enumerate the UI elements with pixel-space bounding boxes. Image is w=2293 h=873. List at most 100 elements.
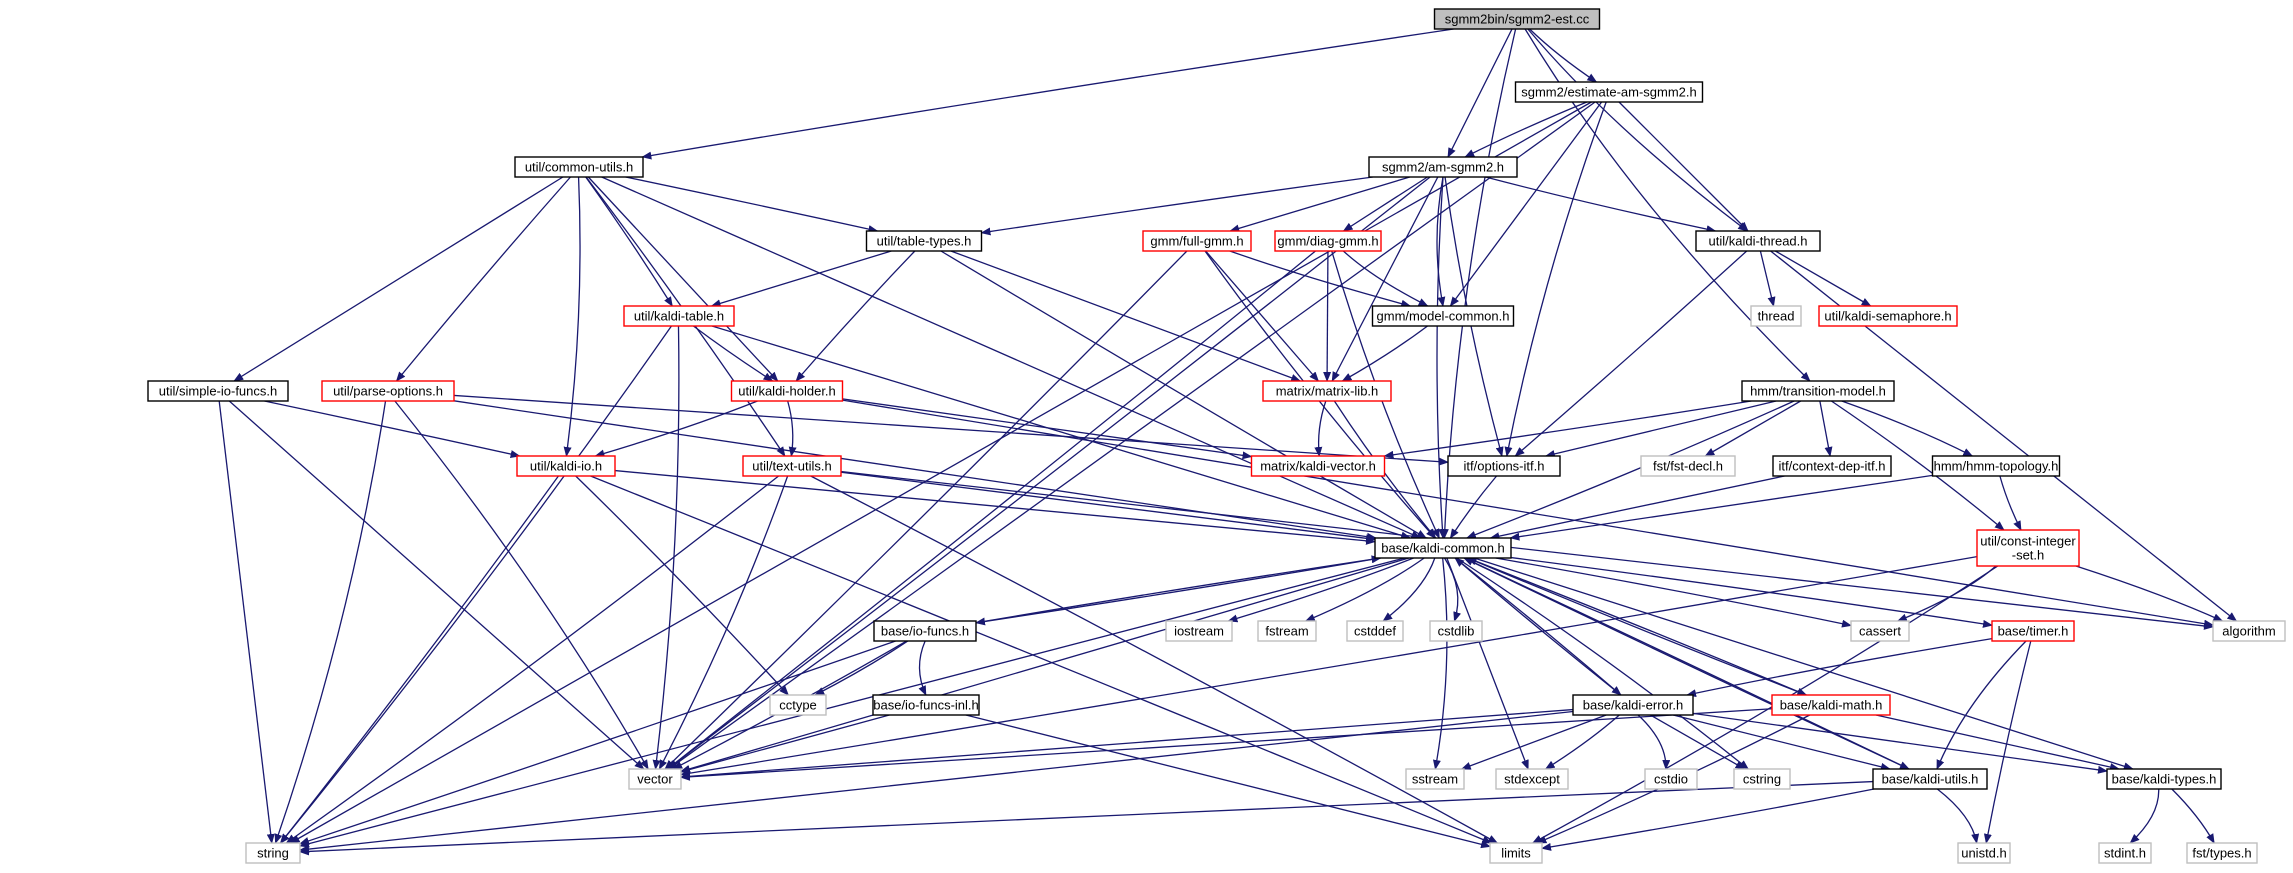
edge-kaldi_common-to-cstddef <box>1382 557 1436 622</box>
node-io-funcs-inl[interactable]: base/io-funcs-inl.h <box>872 694 980 716</box>
edge-kaldi_error-to-kaldi_types <box>1692 712 2108 774</box>
edge-text_utils-to-string <box>285 475 779 844</box>
node-const-int-set[interactable]: util/const-integer-set.h <box>1976 529 2080 567</box>
node-kaldi-error[interactable]: base/kaldi-error.h <box>1572 694 1694 716</box>
edge-kaldi_io-to-kaldi_common <box>614 469 1376 545</box>
node-iostream: iostream <box>1165 620 1233 642</box>
node-common-utils[interactable]: util/common-utils.h <box>514 156 644 178</box>
edge-simple_io-to-kaldi_io <box>264 400 521 458</box>
node-matrix-lib[interactable]: matrix/matrix-lib.h <box>1262 380 1392 402</box>
node-label: cctype <box>779 698 817 713</box>
node-am-sgmm2[interactable]: sgmm2/am-sgmm2.h <box>1368 156 1518 178</box>
node-label: util/kaldi-thread.h <box>1709 234 1808 249</box>
node-kaldi-io[interactable]: util/kaldi-io.h <box>516 455 616 477</box>
node-label: itf/context-dep-itf.h <box>1779 459 1886 474</box>
node-full-gmm[interactable]: gmm/full-gmm.h <box>1142 230 1252 252</box>
edge-kaldi_error-to-stdexcept <box>1544 714 1620 770</box>
node-sstream: sstream <box>1405 768 1465 790</box>
edge-text_utils-to-limits <box>810 475 1499 844</box>
edge-root-to-est_am <box>1529 28 1598 83</box>
node-kaldi-types[interactable]: base/kaldi-types.h <box>2106 768 2222 790</box>
edge-kaldi_thread-to-algorithm <box>1770 250 2238 622</box>
node-box <box>1405 768 1465 790</box>
node-text-utils[interactable]: util/text-utils.h <box>742 455 842 477</box>
edge-kaldi_table-to-kaldi_holder <box>693 325 774 382</box>
node-stdexcept: stdexcept <box>1495 768 1569 790</box>
node-kaldi-semaphore[interactable]: util/kaldi-semaphore.h <box>1818 305 1958 327</box>
edge-am_sgmm2-to-kaldi_common <box>1436 176 1447 539</box>
edge-kaldi_math-to-kaldi_types <box>1875 714 2120 771</box>
node-context-dep[interactable]: itf/context-dep-itf.h <box>1772 455 1892 477</box>
node-kaldi-holder[interactable]: util/kaldi-holder.h <box>730 380 844 402</box>
node-thread: thread <box>1750 305 1802 327</box>
node-kaldi-table[interactable]: util/kaldi-table.h <box>623 305 735 327</box>
edge-const_int_set-to-algorithm <box>2075 565 2224 622</box>
node-label: fstream <box>1265 624 1308 639</box>
node-root[interactable]: sgmm2bin/sgmm2-est.cc <box>1433 8 1601 30</box>
node-parse-options[interactable]: util/parse-options.h <box>321 380 455 402</box>
node-kaldi-math[interactable]: base/kaldi-math.h <box>1771 694 1891 716</box>
node-box <box>516 455 616 477</box>
node-box <box>1346 620 1404 642</box>
edge-kaldi_error-to-cstdio <box>1637 714 1671 770</box>
node-box <box>1489 842 1543 864</box>
node-stdint: stdint.h <box>2098 842 2152 864</box>
edge-transition_model-to-hmm_topology <box>1841 400 1974 457</box>
node-box <box>1429 620 1483 642</box>
node-box <box>1262 380 1392 402</box>
node-kaldi-thread[interactable]: util/kaldi-thread.h <box>1695 230 1821 252</box>
edge-est_am-to-am_sgmm2 <box>1464 101 1588 158</box>
node-box <box>1991 620 2075 642</box>
node-label: string <box>257 846 289 861</box>
node-hmm-topology[interactable]: hmm/hmm-topology.h <box>1931 455 2061 477</box>
edge-parse_options-to-vector <box>394 400 649 770</box>
node-io-funcs[interactable]: base/io-funcs.h <box>873 620 977 642</box>
edge-kaldi_common-to-cstring <box>1456 557 1749 770</box>
edge-kaldi_utils-to-unistd <box>1936 788 1980 844</box>
edge-am_sgmm2-to-table_types <box>980 176 1373 236</box>
node-transition-model[interactable]: hmm/transition-model.h <box>1741 380 1895 402</box>
node-box <box>1433 8 1601 30</box>
node-box <box>1957 842 2011 864</box>
edge-io_funcs-to-io_funcs_inl <box>918 640 927 696</box>
edge-common_utils-to-kaldi_io <box>563 176 581 457</box>
node-cassert: cassert <box>1850 620 1910 642</box>
node-est-am[interactable]: sgmm2/estimate-am-sgmm2.h <box>1514 81 1704 103</box>
node-label: base/kaldi-types.h <box>2112 772 2217 787</box>
node-box <box>628 768 682 790</box>
node-diag-gmm[interactable]: gmm/diag-gmm.h <box>1274 230 1382 252</box>
edge-kaldi_common-to-timer <box>1510 556 1993 628</box>
node-model-common[interactable]: gmm/model-common.h <box>1371 305 1515 327</box>
edge-kaldi_common-to-sstream <box>1432 557 1448 770</box>
node-options-itf[interactable]: itf/options-itf.h <box>1447 455 1561 477</box>
node-timer[interactable]: base/timer.h <box>1991 620 2075 642</box>
node-label: base/io-funcs.h <box>881 624 969 639</box>
edge-root-to-transition_model <box>1524 28 1811 382</box>
node-kaldi-vector[interactable]: matrix/kaldi-vector.h <box>1250 455 1386 477</box>
edge-context_dep-to-kaldi_common <box>1489 475 1785 541</box>
node-label: base/kaldi-utils.h <box>1882 772 1979 787</box>
node-box <box>1850 620 1910 642</box>
node-cstddef: cstddef <box>1346 620 1404 642</box>
edge-kaldi_table-to-string <box>279 325 672 844</box>
node-box <box>245 842 301 864</box>
edge-io_funcs_inl-to-vector <box>680 714 890 774</box>
node-table-types[interactable]: util/table-types.h <box>865 230 983 252</box>
node-cstdio: cstdio <box>1644 768 1698 790</box>
node-box <box>873 620 977 642</box>
node-kaldi-common[interactable]: base/kaldi-common.h <box>1374 537 1512 559</box>
edge-kaldi_common-to-kaldi_math <box>1467 557 1808 696</box>
node-kaldi-utils[interactable]: base/kaldi-utils.h <box>1872 768 1988 790</box>
node-box <box>321 380 455 402</box>
edge-am_sgmm2-to-model_common <box>1436 176 1446 307</box>
edge-kaldi_common-to-kaldi_error <box>1454 557 1622 696</box>
edge-kaldi_table-to-vector <box>652 325 680 770</box>
node-label: iostream <box>1174 624 1224 639</box>
node-box <box>1872 768 1988 790</box>
node-simple-io[interactable]: util/simple-io-funcs.h <box>147 380 289 402</box>
edge-parse_options-to-options_itf <box>453 394 1449 466</box>
edge-hmm_topology-to-const_int_set <box>1999 475 2022 531</box>
edge-kaldi_thread-to-thread <box>1759 250 1776 307</box>
node-label: stdexcept <box>1504 772 1560 787</box>
